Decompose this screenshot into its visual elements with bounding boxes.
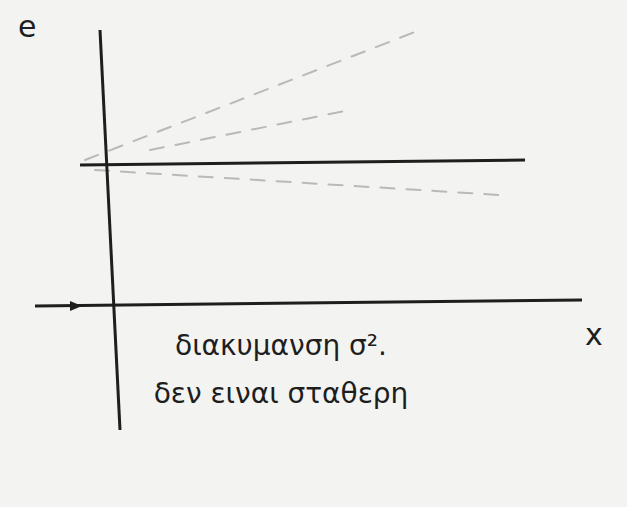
axis-tick <box>70 301 82 311</box>
upper-fan-line <box>85 30 420 160</box>
constant-line <box>80 160 525 165</box>
x-axis <box>35 300 582 306</box>
faint-fan <box>85 30 500 195</box>
lower-fan-line <box>95 170 500 195</box>
fan-line <box>150 110 350 150</box>
axis-label: x <box>585 318 603 353</box>
y-axis <box>100 30 120 430</box>
axis-label: e <box>18 10 36 45</box>
note-text: διακυμανση σ². δεν ειναι σταθερη <box>150 322 412 418</box>
